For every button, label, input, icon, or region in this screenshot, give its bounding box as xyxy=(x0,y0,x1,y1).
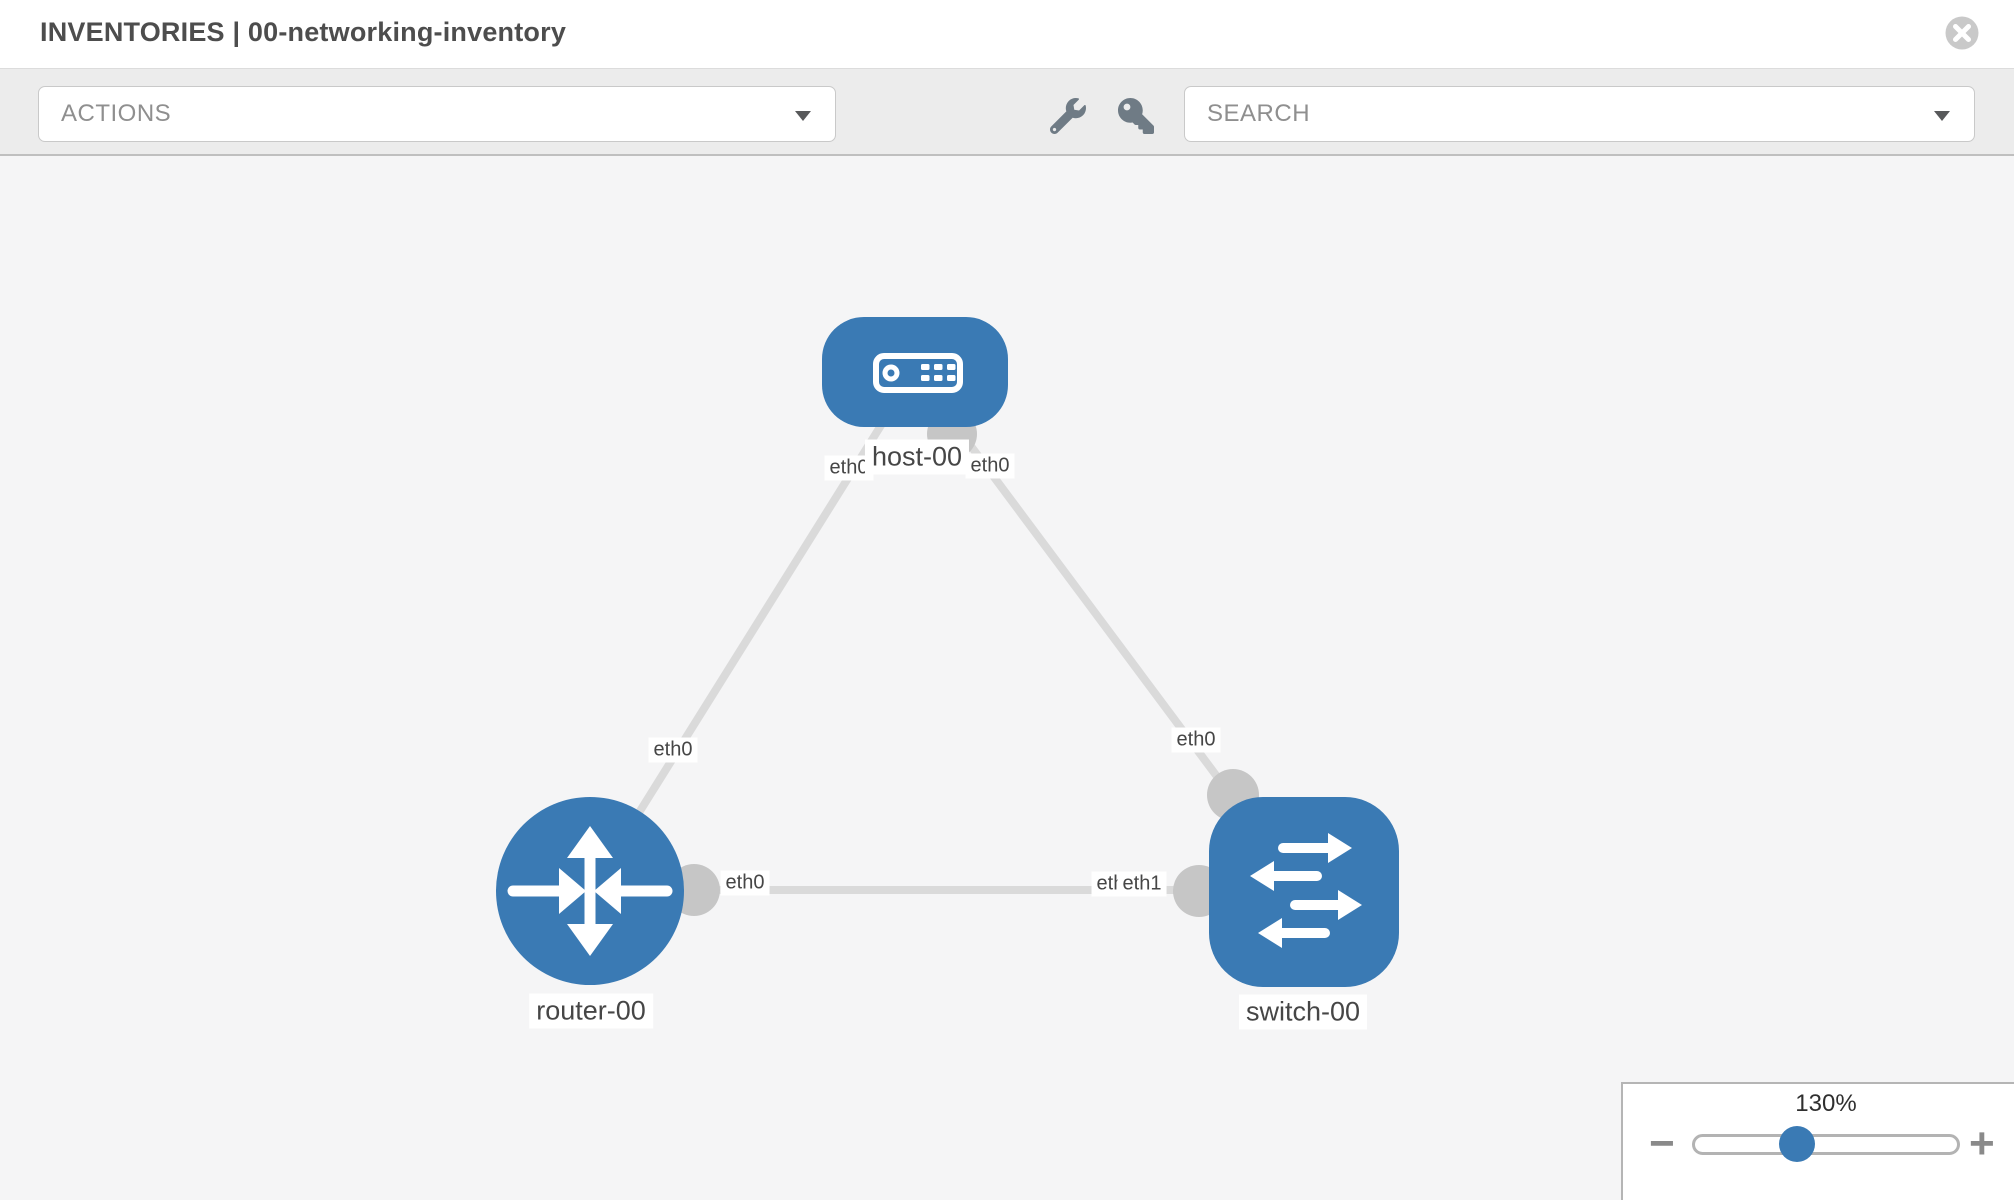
close-icon[interactable] xyxy=(1944,15,1980,51)
page-title: INVENTORIES | 00-networking-inventory xyxy=(40,17,567,47)
zoom-slider-knob[interactable] xyxy=(1779,1126,1815,1162)
interface-label: eth1 xyxy=(1117,871,1167,897)
actions-dropdown-label: ACTIONS xyxy=(61,100,172,127)
node-host-00[interactable] xyxy=(822,317,1008,427)
search-dropdown[interactable]: SEARCH xyxy=(1184,86,1975,142)
wrench-icon[interactable] xyxy=(1049,98,1086,135)
actions-dropdown[interactable]: ACTIONS xyxy=(38,86,836,142)
node-label-router: router-00 xyxy=(529,993,653,1029)
zoom-slider-track[interactable] xyxy=(1692,1134,1960,1155)
host-server-icon xyxy=(873,353,963,393)
node-label-switch: switch-00 xyxy=(1238,994,1368,1030)
search-dropdown-label: SEARCH xyxy=(1207,100,1311,127)
key-icon[interactable] xyxy=(1118,98,1154,134)
router-arrows-icon xyxy=(507,826,673,956)
zoom-out-icon[interactable]: − xyxy=(1649,1119,1675,1168)
interface-label: eth0 xyxy=(648,737,698,763)
node-switch-00[interactable] xyxy=(1209,797,1399,987)
switch-arrows-icon xyxy=(1250,833,1362,948)
zoom-in-icon[interactable]: + xyxy=(1969,1119,1995,1168)
zoom-level-value: 130% xyxy=(1795,1090,1857,1117)
topology-canvas[interactable] xyxy=(0,156,2014,1200)
interface-label: eth0 xyxy=(965,453,1015,479)
header-bar: INVENTORIES | 00-networking-inventory xyxy=(0,0,2014,68)
chevron-down-icon xyxy=(795,111,811,121)
interface-label: eth0 xyxy=(720,870,770,896)
toolbar: ACTIONS SEARCH xyxy=(0,68,2014,156)
chevron-down-icon xyxy=(1934,111,1950,121)
interface-label: eth0 xyxy=(1171,727,1221,753)
zoom-control-panel: 130% − + xyxy=(1621,1082,2014,1200)
node-label-host: host-00 xyxy=(864,439,970,475)
node-router-00[interactable] xyxy=(496,797,684,985)
